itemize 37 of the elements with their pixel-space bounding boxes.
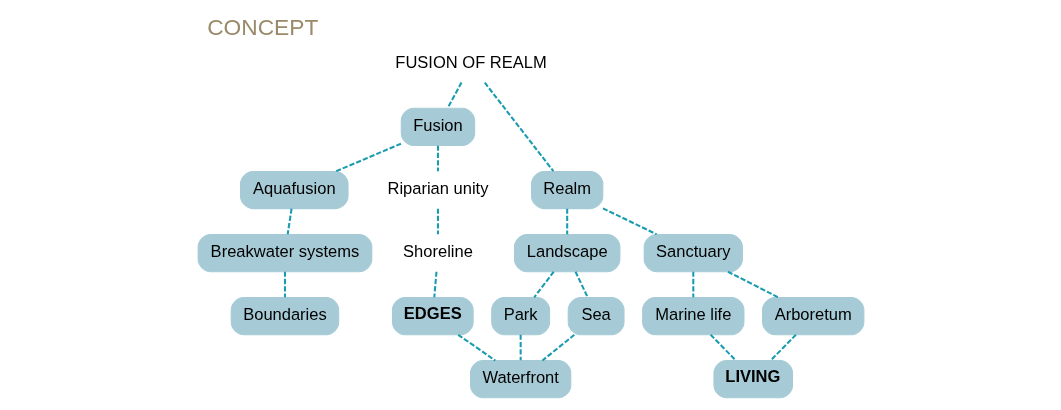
connector <box>283 271 286 298</box>
connector <box>565 208 568 235</box>
connector <box>334 142 401 173</box>
node-box: Realm <box>530 170 603 210</box>
node-box: Marine life <box>641 297 744 336</box>
connector <box>691 271 694 298</box>
node-box: Sanctuary <box>643 233 743 273</box>
connector <box>769 334 797 362</box>
node-box: Park <box>490 297 550 336</box>
node-box: LIVING <box>712 360 793 399</box>
connector <box>457 333 496 362</box>
node-box: Sea <box>567 297 625 336</box>
connector <box>446 82 462 109</box>
node-text: Shoreline <box>402 242 473 261</box>
node-box: Arboretum <box>761 297 864 336</box>
connector <box>532 271 555 298</box>
connector <box>541 334 575 362</box>
connector <box>602 207 657 236</box>
node-text: Riparian unity <box>386 178 488 198</box>
node-text: FUSION OF REALM <box>394 52 547 72</box>
connector <box>286 208 293 235</box>
node-box: Aquafusion <box>239 170 349 210</box>
connector <box>519 334 522 361</box>
node-box: Fusion <box>400 107 475 147</box>
node-box: Boundaries <box>230 297 339 336</box>
connector <box>432 271 437 298</box>
node-box: Landscape <box>513 233 620 273</box>
node-box: Breakwater systems <box>197 233 372 273</box>
diagram-title: CONCEPT <box>206 13 318 40</box>
connector <box>727 270 779 299</box>
connector <box>436 208 439 235</box>
connector <box>709 334 736 362</box>
connector <box>483 82 554 172</box>
node-box: EDGES <box>391 297 474 336</box>
connector <box>436 145 439 172</box>
node-box: Waterfront <box>469 360 571 399</box>
connector <box>574 271 589 298</box>
